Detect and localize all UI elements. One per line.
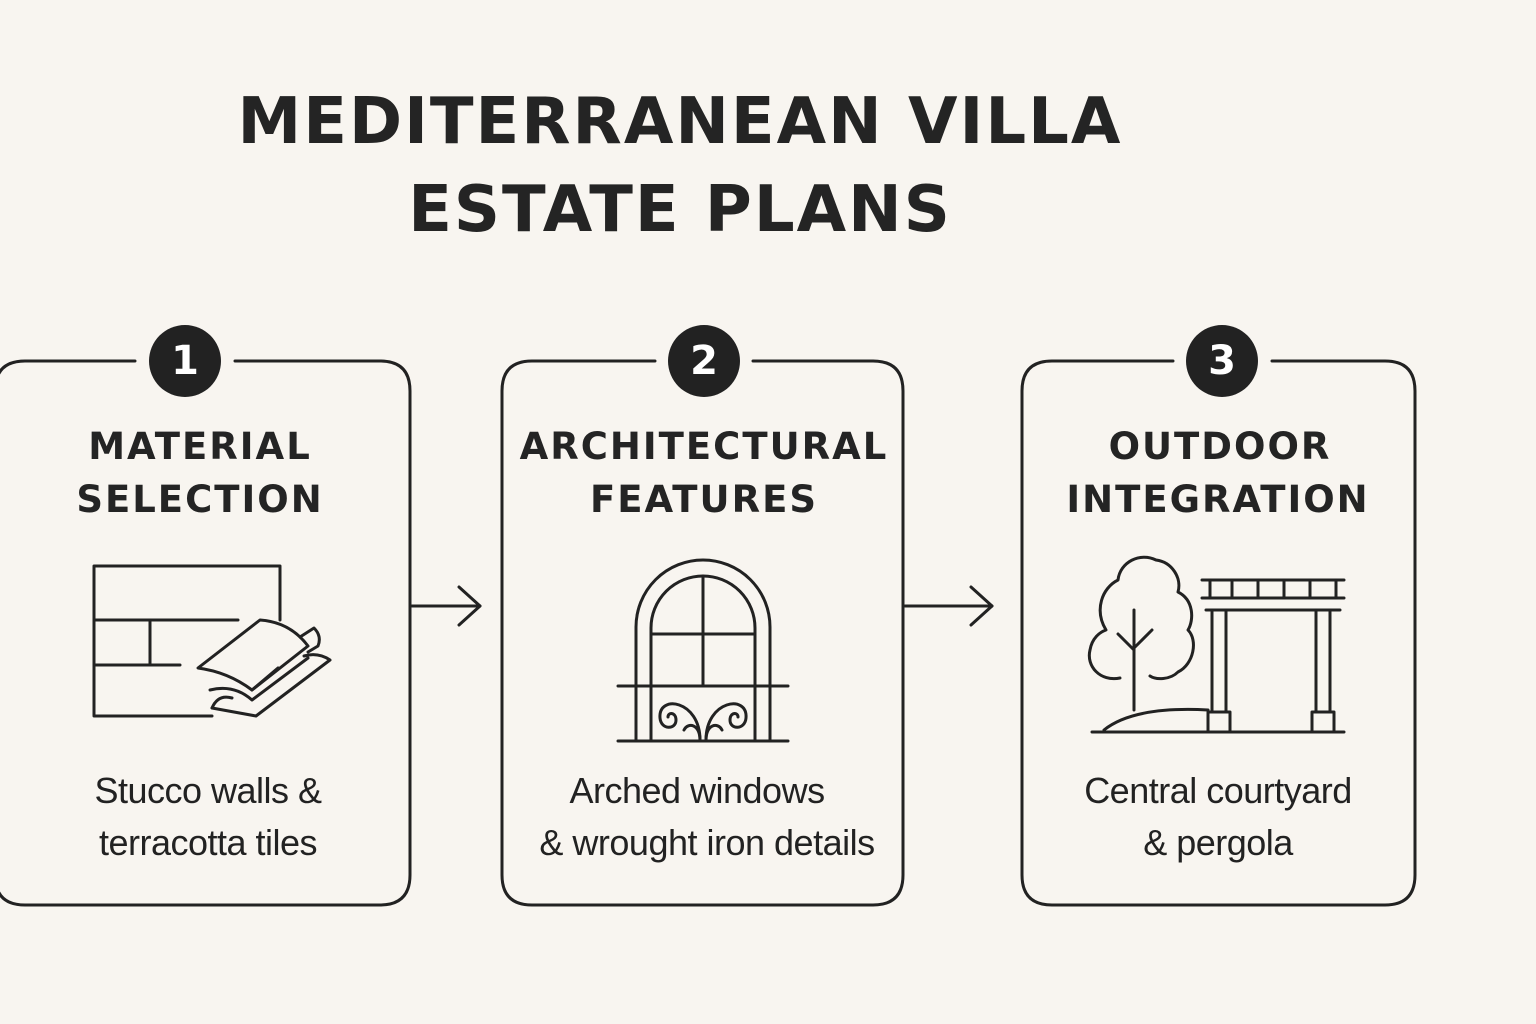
step-1-description-line-1: Stucco walls &	[94, 770, 322, 811]
arrow-right-icon	[903, 585, 994, 627]
step-2-description-line-1: Arched windows	[569, 770, 825, 811]
step-2-card-frame	[500, 359, 905, 907]
step-2-title-line-2: FEATURES	[589, 478, 818, 521]
page-title-line-2: ESTATE PLANS	[408, 173, 952, 247]
page-title-line-1: MEDITERRANEAN VILLA	[237, 85, 1123, 159]
step-1-title-line-1: MATERIAL	[88, 425, 312, 468]
step-3-number: 3	[1208, 338, 1236, 384]
tree-and-pergola-icon	[1087, 555, 1346, 734]
step-3-title-line-1: OUTDOOR	[1108, 425, 1332, 468]
arrow-right-icon	[410, 585, 482, 627]
step-1-badge	[149, 325, 221, 397]
wall-and-tiles-icon	[92, 564, 332, 718]
step-3-description-line-2: & pergola	[1143, 822, 1293, 863]
step-3-description-line-1: Central courtyard	[1084, 770, 1352, 811]
step-3-title-line-2: INTEGRATION	[1066, 478, 1370, 521]
arched-window-icon	[616, 558, 790, 743]
step-1-card-frame	[0, 359, 412, 907]
step-2-number: 2	[690, 338, 718, 384]
step-1-title-line-2: SELECTION	[76, 478, 324, 521]
step-2-badge	[668, 325, 740, 397]
step-1-description-line-2: terracotta tiles	[98, 822, 318, 863]
step-1-number: 1	[171, 338, 199, 384]
step-2-description-line-2: & wrought iron details	[539, 822, 875, 863]
step-3-card-frame	[1020, 359, 1417, 907]
step-2-title-line-1: ARCHITECTURAL	[519, 425, 889, 468]
step-3-badge	[1186, 325, 1258, 397]
